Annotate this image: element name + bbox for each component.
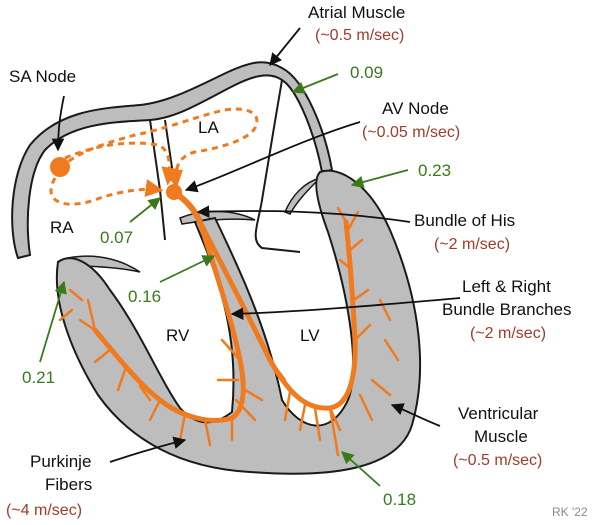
lv-label: LV: [300, 326, 320, 345]
ra-label: RA: [50, 218, 74, 237]
sa-to-la-route: [58, 107, 259, 189]
rv-label: RV: [166, 326, 190, 345]
bundle-of-his-speed: (~2 m/sec): [434, 236, 510, 253]
la-inner-wall: [254, 79, 301, 253]
atrial-septum: [149, 119, 176, 241]
atrial-muscle-speed: (~0.5 m/sec): [315, 27, 404, 44]
purkinje-speed: (~4 m/sec): [6, 502, 82, 519]
bundle-branches-label-1: Left & Right: [462, 277, 551, 296]
atrial-muscle-label: Atrial Muscle: [308, 3, 405, 22]
signature: RK '22: [552, 505, 588, 519]
sa-to-av-route-upper: [64, 141, 180, 186]
ventricular-muscle-label-1: Ventricular: [458, 404, 539, 423]
bundle-of-his-arrow: [196, 205, 411, 223]
sa-node: [50, 157, 70, 177]
bundle-of-his-label: Bundle of His: [414, 211, 515, 230]
ventricular-muscle-arrow: [390, 403, 441, 427]
timing-rv-wall: 0.21: [22, 368, 55, 387]
sa-to-av-route-lower: [49, 177, 164, 206]
aortic-valve: [284, 176, 323, 215]
sa-node-label: SA Node: [9, 67, 76, 86]
timing-bundle: 0.16: [128, 287, 161, 306]
av-timing-arrow: [129, 197, 161, 223]
purkinje-label-2: Fibers: [45, 475, 92, 494]
purkinje-arrow: [109, 436, 187, 463]
av-node-speed: (~0.05 m/sec): [362, 124, 460, 141]
av-node-arrow: [184, 121, 361, 193]
la-label: LA: [198, 118, 219, 137]
timing-lv-bottom: 0.18: [383, 490, 416, 509]
av-node-label: AV Node: [382, 99, 449, 118]
ventricular-muscle-speed: (~0.5 m/sec): [453, 452, 542, 469]
sa-node-arrow: [51, 95, 65, 152]
timing-atrial: 0.09: [350, 63, 383, 82]
bundle-branches-label-2: Bundle Branches: [442, 300, 571, 319]
lv-bottom-timing-arrow: [341, 451, 381, 487]
timing-av-node: 0.07: [100, 228, 133, 247]
purkinje-fibers: [58, 206, 400, 457]
bundle-timing-arrow: [159, 255, 216, 283]
ventricular-muscle-label-2: Muscle: [474, 427, 528, 446]
lv-top-timing-arrow: [350, 169, 409, 189]
rv-wall-timing-arrow: [39, 280, 67, 363]
bundle-branches-speed: (~2 m/sec): [470, 325, 546, 342]
atrial-muscle-arrow: [269, 27, 301, 66]
bundle-of-his: [171, 189, 203, 225]
bundle-branches-arrow: [230, 297, 461, 320]
label-pointer-arrows: [51, 27, 461, 463]
timing-arrows: [39, 73, 409, 487]
timing-lv-top: 0.23: [418, 161, 451, 180]
purkinje-label-1: Purkinje: [30, 452, 91, 471]
atrial-timing-arrow: [291, 73, 339, 94]
